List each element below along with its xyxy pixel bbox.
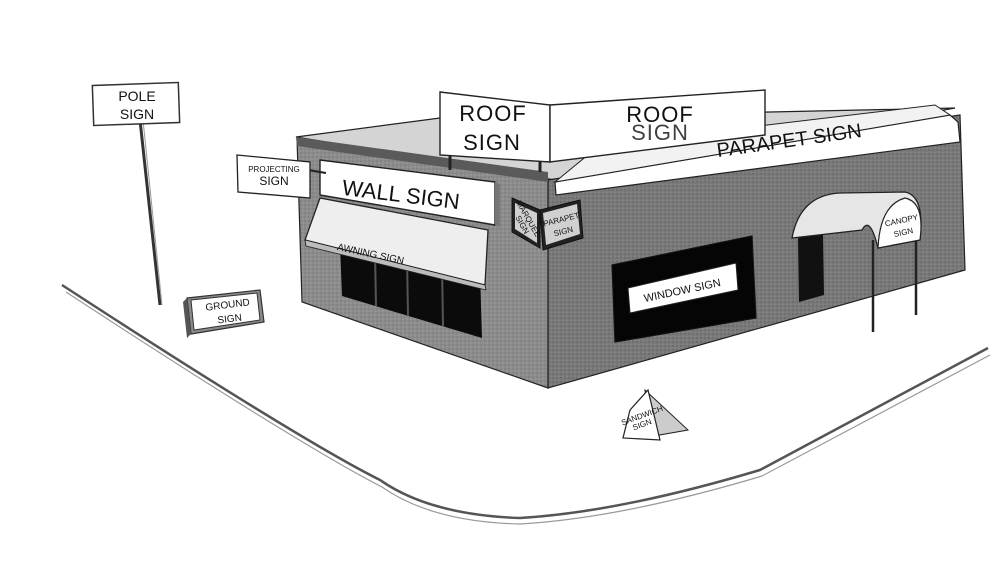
- sandwich-sign: SANDWICH SIGN: [620, 390, 688, 440]
- roof-sign-left-line2: SIGN: [463, 130, 521, 155]
- pole-sign-line2: SIGN: [120, 106, 154, 122]
- projecting-sign-line1: PROJECTING: [248, 165, 300, 174]
- pole-sign-line1: POLE: [118, 88, 155, 104]
- door: [798, 233, 824, 302]
- roof-sign-left-line1: ROOF: [459, 101, 527, 126]
- projecting-sign-line2: SIGN: [259, 174, 288, 188]
- roof-sign-right-line2: SIGN: [631, 120, 689, 145]
- pole-sign: POLE SIGN: [92, 83, 179, 305]
- ground-sign: GROUND SIGN: [183, 290, 264, 338]
